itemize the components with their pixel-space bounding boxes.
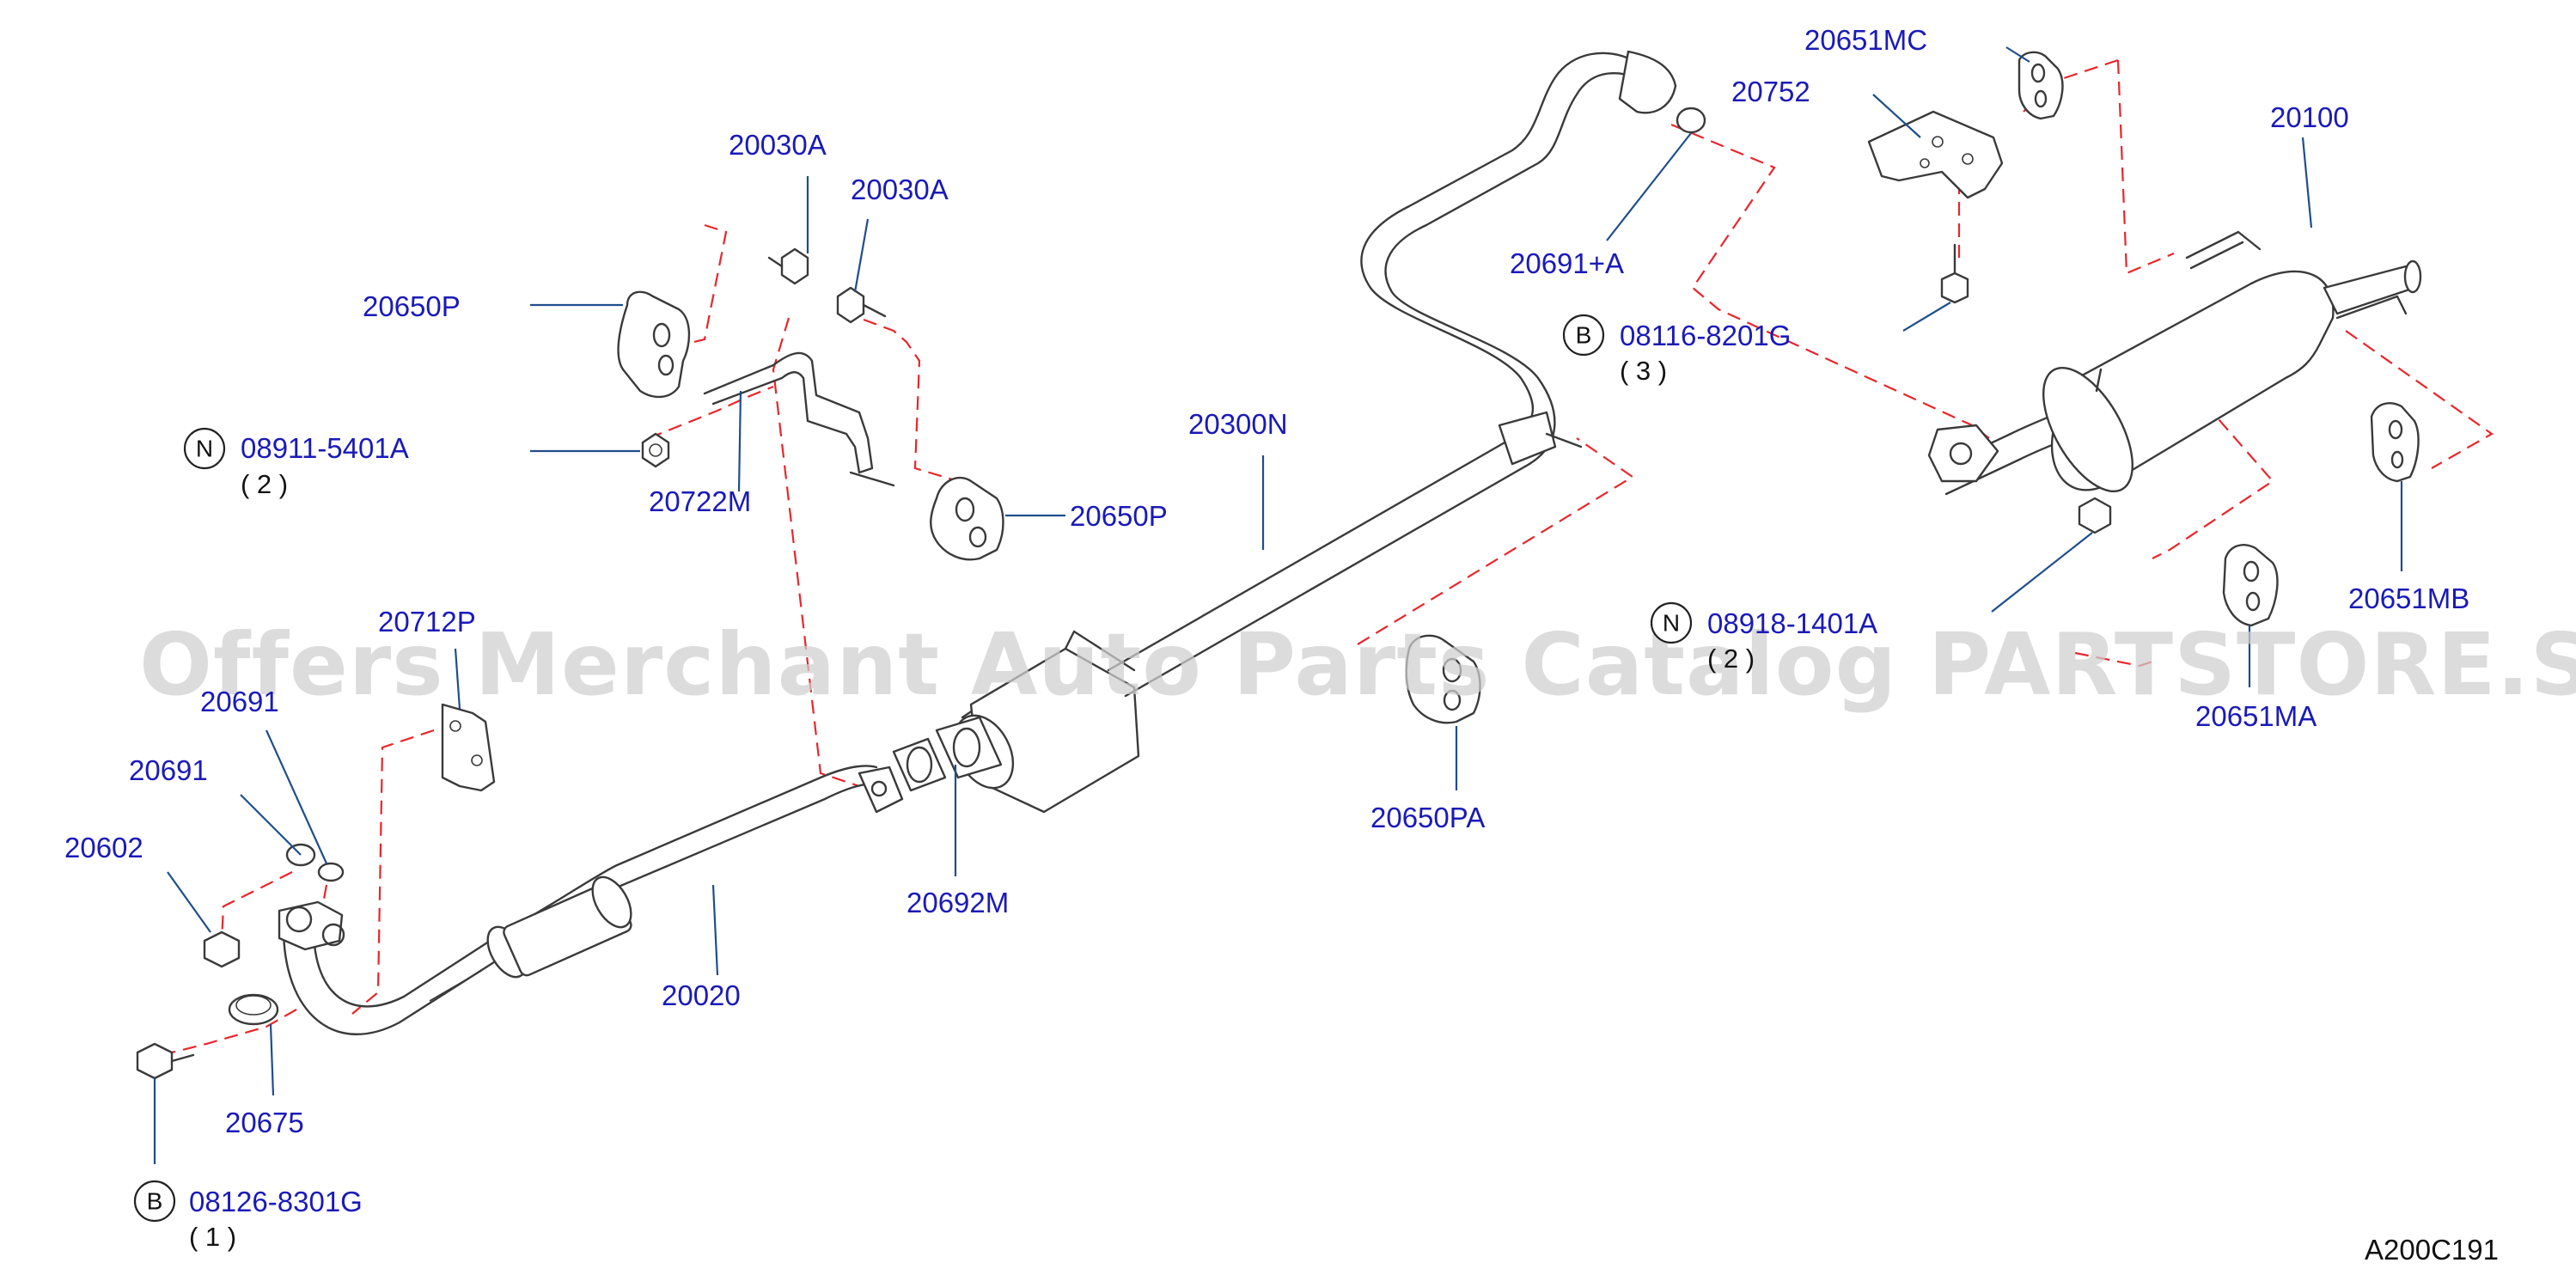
b-symbol-08116: B (1576, 322, 1592, 349)
label-20651MB: 20651MB (2348, 583, 2469, 614)
dashed-connection-lines (171, 58, 2494, 1054)
part-labels: 20030A 20030A 20650P N 08911-5401A ( 2 )… (64, 24, 2469, 1252)
n-circle-08918 (1650, 601, 1693, 644)
brackets-and-hardware (136, 107, 2112, 1080)
label-20691-2: 20691 (129, 754, 208, 786)
label-20650PA: 20650PA (1370, 802, 1485, 833)
qty-08918: ( 2 ) (1707, 644, 1755, 674)
label-20100: 20100 (2270, 101, 2349, 133)
qty-08116: ( 3 ) (1620, 356, 1667, 386)
leader-lines (153, 46, 2403, 1164)
label-20030A-1: 20030A (729, 129, 827, 161)
label-20651MA: 20651MA (2195, 700, 2317, 732)
label-20651MC: 20651MC (1804, 24, 1927, 56)
n-symbol-08911: N (196, 436, 213, 462)
label-20691-1: 20691 (200, 686, 279, 717)
b-circle-08116 (1562, 314, 1605, 357)
label-20752: 20752 (1731, 76, 1810, 107)
label-20650P-1: 20650P (363, 290, 461, 322)
label-20722M: 20722M (649, 485, 751, 517)
label-20692M: 20692M (906, 887, 1009, 918)
label-20030A-2: 20030A (851, 174, 949, 205)
front-exhaust-pipe-20020 (278, 765, 904, 1036)
main-muffler-20100 (1927, 230, 2422, 496)
label-20020: 20020 (662, 979, 741, 1011)
insulators (617, 51, 2420, 724)
qty-08126: ( 1 ) (189, 1222, 236, 1252)
label-20712P: 20712P (378, 606, 476, 638)
label-20675: 20675 (225, 1107, 304, 1138)
b-circle-08126 (133, 1180, 176, 1223)
label-08911-5401A: 08911-5401A (241, 432, 409, 464)
label-20602: 20602 (64, 832, 143, 863)
n-circle-08911 (183, 427, 226, 470)
gasket-20692M (892, 716, 1003, 792)
watermark: Offers Merchant Auto Parts Catalog PARTS… (139, 614, 2576, 715)
label-08126-8301G: 08126-8301G (189, 1186, 363, 1217)
qty-08911: ( 2 ) (241, 469, 288, 499)
n-symbol-08918: N (1663, 610, 1680, 637)
diagram-code: A200C191 (2365, 1234, 2499, 1266)
b-symbol-08126: B (147, 1188, 163, 1215)
label-20650P-2: 20650P (1070, 500, 1168, 532)
label-20691-A: 20691+A (1510, 247, 1624, 279)
label-20300N: 20300N (1188, 408, 1288, 440)
label-08116-8201G: 08116-8201G (1620, 320, 1791, 351)
label-08918-1401A: 08918-1401A (1707, 607, 1877, 639)
